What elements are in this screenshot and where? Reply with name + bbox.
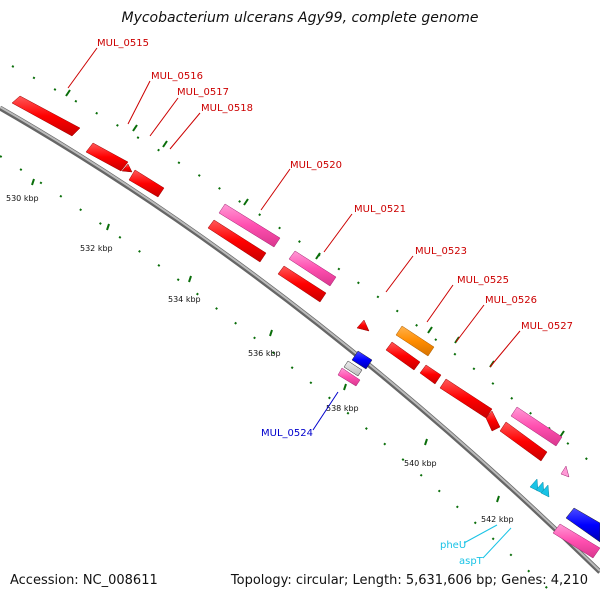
trna-feature: [540, 484, 550, 498]
feature-track-inner: [337, 350, 600, 559]
gene-feature: [356, 319, 370, 332]
gene-feature: [385, 341, 421, 371]
scale-label: 532 kbp: [80, 244, 113, 253]
gene-labels: MUL_0515 MUL_0516 MUL_0517 MUL_0518 MUL_…: [97, 38, 573, 332]
gene-feature: [121, 163, 133, 173]
gene-feature: [552, 523, 600, 559]
map-title: Mycobacterium ulcerans Agy99, complete g…: [121, 10, 479, 26]
gene-feature: [11, 95, 81, 137]
gene-label-mul-0517: MUL_0517: [177, 87, 229, 98]
trna-feature: [535, 481, 545, 495]
gene-feature: [565, 507, 600, 543]
feature-track-outer: [11, 95, 570, 478]
gene-feature: [288, 250, 337, 287]
gene-feature: [277, 265, 327, 303]
gene-feature: [343, 360, 363, 377]
gene-feature: [351, 350, 373, 370]
genome-backbone: [0, 105, 600, 574]
gene-label-mul-0518: MUL_0518: [201, 103, 253, 114]
gene-feature: [395, 325, 435, 357]
gene-label-mul-0515: MUL_0515: [97, 38, 149, 49]
gene-feature: [499, 421, 548, 462]
gene-label-mul-0523: MUL_0523: [415, 246, 467, 257]
gene-label-aspt: aspT: [459, 556, 484, 567]
gene-label-mul-0525: MUL_0525: [457, 275, 509, 286]
label-leaders: [67, 47, 521, 368]
gene-label-mul-0527: MUL_0527: [521, 321, 573, 332]
gene-feature: [485, 410, 501, 432]
scale-labels: 530 kbp 532 kbp 534 kbp 536 kbp 538 kbp …: [6, 194, 514, 524]
genome-summary-text: Topology: circular; Length: 5,631,606 bp…: [230, 573, 588, 588]
gene-label-mul-0524: MUL_0524: [261, 428, 313, 439]
tick-marks: [0, 65, 600, 600]
scale-label: 540 kbp: [404, 459, 437, 468]
scale-label: 536 kbp: [248, 349, 281, 358]
scale-label: 530 kbp: [6, 194, 39, 203]
scale-label: 542 kbp: [481, 515, 514, 524]
gene-feature: [560, 465, 570, 478]
gene-label-pheu: pheU: [440, 540, 466, 551]
gene-feature: [439, 378, 493, 419]
leader-mul-0524: [312, 391, 339, 431]
scale-label: 538 kbp: [326, 404, 359, 413]
gene-label-mul-0521: MUL_0521: [354, 204, 406, 215]
scale-label: 534 kbp: [168, 295, 201, 304]
gene-label-mul-0520: MUL_0520: [290, 160, 342, 171]
gene-feature: [128, 169, 165, 198]
gene-label-mul-0526: MUL_0526: [485, 295, 537, 306]
gene-feature: [337, 367, 361, 387]
accession-text: Accession: NC_008611: [10, 573, 158, 588]
gene-feature: [218, 203, 281, 248]
trna-feature: [529, 478, 539, 492]
gene-feature: [419, 364, 442, 385]
gene-feature: [510, 406, 563, 447]
gene-feature: [85, 142, 129, 172]
gene-feature: [207, 219, 267, 263]
leader-trna: [463, 524, 512, 559]
gene-label-mul-0516: MUL_0516: [151, 71, 203, 82]
